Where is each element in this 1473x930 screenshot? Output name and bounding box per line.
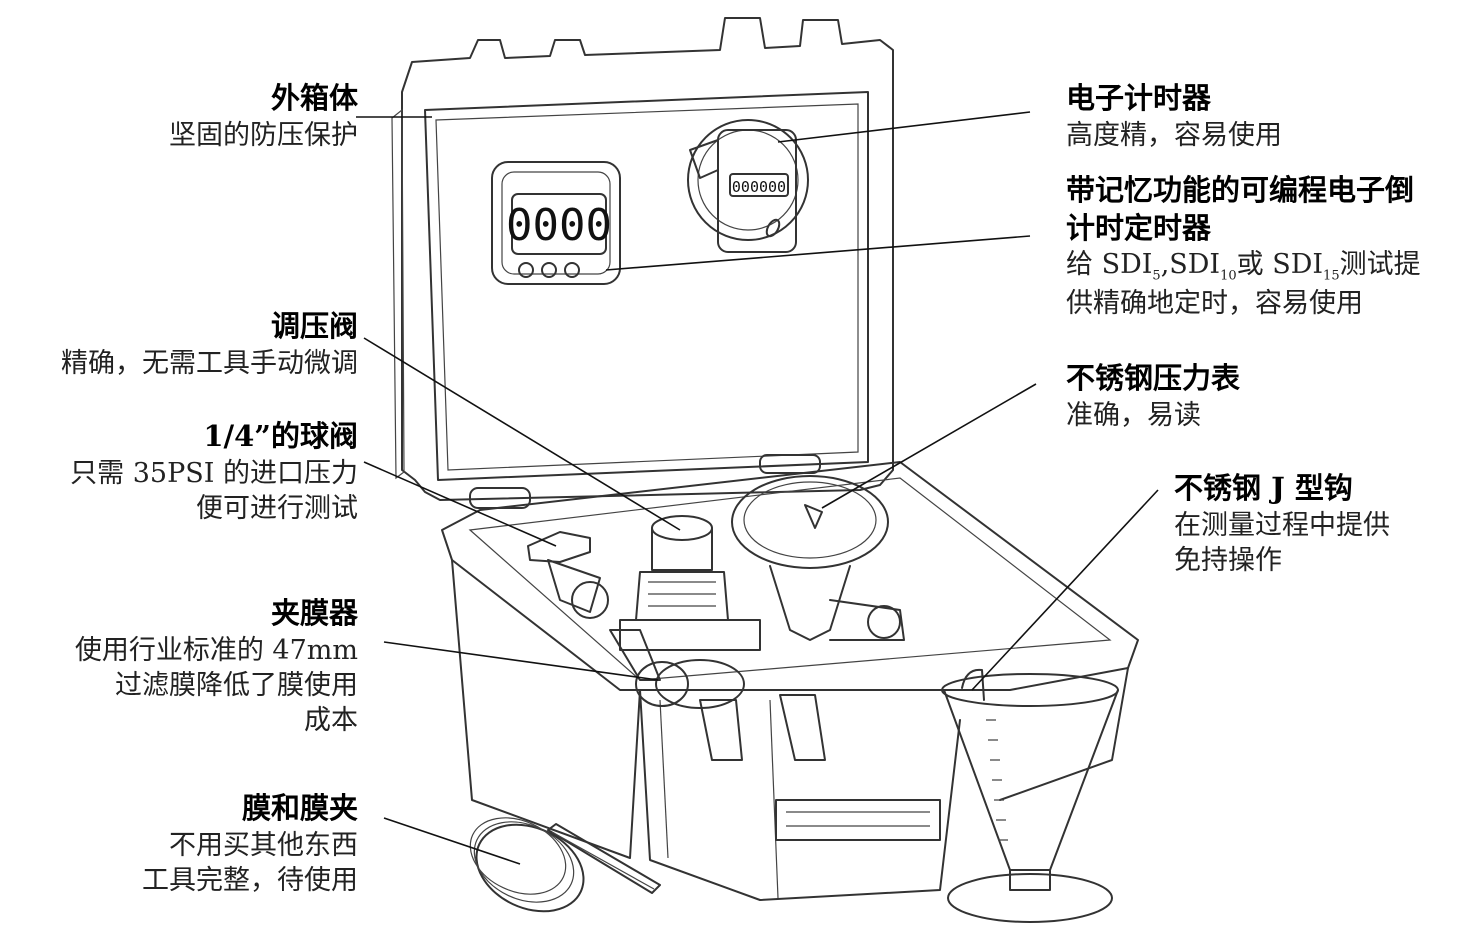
timer-button	[564, 262, 580, 278]
membrane-clip-desc-2: 工具完整，待使用	[142, 864, 358, 896]
label-filter-holder: 夹膜器 使用行业标准的 47mm 过滤膜降低了膜使用 成本	[75, 595, 358, 738]
pressure-gauge-title: 不锈钢压力表	[1066, 361, 1241, 395]
filter-holder-desc-1: 使用行业标准的 47mm	[74, 634, 358, 666]
case-lid	[391, 17, 894, 501]
ball-valve-desc-1: 只需 35PSI 的进口压力	[70, 457, 358, 489]
outer-case-desc: 坚固的防压保护	[169, 119, 358, 151]
pressure-gauge	[731, 475, 905, 641]
outer-case-title: 外箱体	[270, 81, 358, 115]
pressure-regulator	[619, 515, 761, 651]
pressure-gauge-desc: 准确，易读	[1066, 399, 1201, 431]
filter-holder-title: 夹膜器	[270, 596, 358, 630]
j-hook-title: 不锈钢 J 型钩	[1174, 471, 1353, 505]
regulator-title: 调压阀	[270, 309, 358, 343]
label-countdown-timer: 带记忆功能的可编程电子倒 计时定时器 给 SDI5,SDI10或 SDI15测试…	[1066, 172, 1421, 321]
label-outer-case: 外箱体 坚固的防压保护	[169, 80, 358, 153]
tweezers	[547, 823, 661, 894]
membrane-clip-title: 膜和膜夹	[241, 791, 358, 825]
label-ball-valve: 1/4”的球阀 只需 35PSI 的进口压力 便可进行测试	[70, 418, 358, 526]
countdown-timer-desc-2: 供精确地定时，容易使用	[1066, 287, 1363, 319]
electronic-timer-desc: 高度精，容易使用	[1066, 119, 1282, 151]
stopwatch-digits: 000000	[732, 178, 786, 196]
j-hook-desc-2: 免持操作	[1174, 544, 1282, 576]
ball-valve-title: 1/4”的球阀	[203, 419, 358, 453]
countdown-timer-desc-1: 给 SDI5,SDI10或 SDI15测试提	[1066, 249, 1421, 284]
timer-digits: 0000	[506, 200, 612, 251]
ball-valve-desc-2: 便可进行测试	[196, 492, 358, 524]
filter-holder-desc-3: 成本	[304, 704, 358, 736]
stopwatch: 000000	[687, 119, 809, 253]
timer-button	[518, 262, 534, 278]
label-regulator: 调压阀 精确，无需工具手动微调	[61, 308, 358, 381]
case-base	[441, 461, 1139, 901]
label-pressure-gauge: 不锈钢压力表 准确，易读	[1066, 360, 1240, 433]
timer-button	[541, 262, 557, 278]
electronic-timer-title: 电子计时器	[1066, 81, 1212, 115]
label-membrane-clip: 膜和膜夹 不用买其他东西 工具完整，待使用	[142, 790, 358, 898]
hinges	[469, 454, 821, 509]
leader-lines	[356, 111, 1159, 865]
regulator-desc: 精确，无需工具手动微调	[61, 347, 358, 379]
digital-timer: 0000	[491, 161, 621, 285]
filter-holder-desc-2: 过滤膜降低了膜使用	[115, 669, 358, 701]
countdown-timer-title-1: 带记忆功能的可编程电子倒	[1066, 173, 1415, 207]
label-j-hook: 不锈钢 J 型钩 在测量过程中提供 免持操作	[1174, 470, 1390, 578]
j-hook-desc-1: 在测量过程中提供	[1174, 509, 1390, 541]
membrane-clip-desc-1: 不用买其他东西	[169, 829, 358, 861]
ball-valve	[527, 531, 609, 619]
countdown-timer-title-2: 计时定时器	[1066, 210, 1212, 245]
beaker	[941, 668, 1119, 923]
membranes	[469, 817, 585, 913]
label-electronic-timer: 电子计时器 高度精，容易使用	[1066, 80, 1282, 153]
filter-holder	[609, 629, 745, 709]
